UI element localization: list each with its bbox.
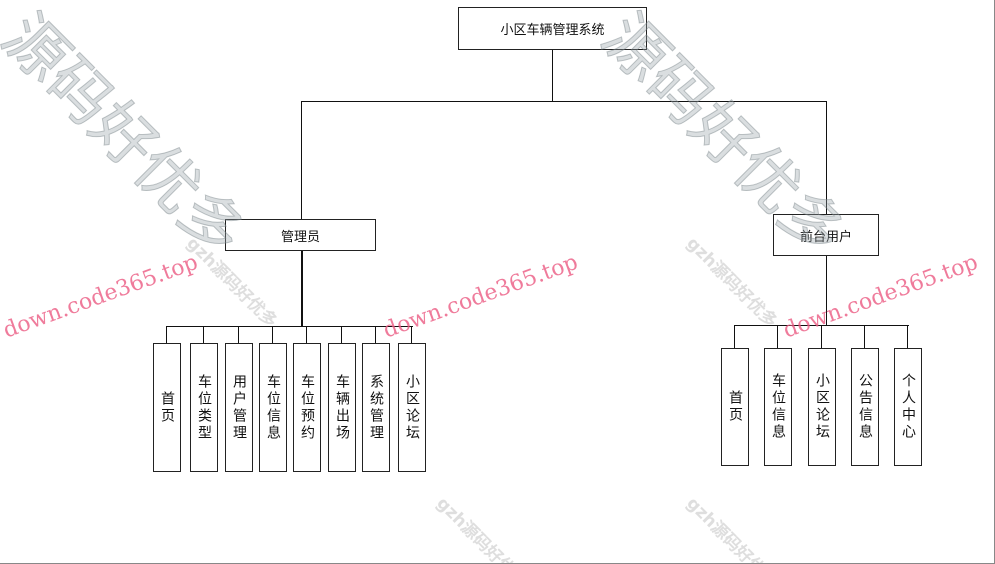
admin-node: 管理员: [225, 219, 376, 251]
admin-child-node: 首页: [153, 343, 181, 472]
connector: [864, 325, 865, 348]
connector: [341, 326, 342, 343]
connector: [203, 326, 204, 343]
connector: [777, 325, 778, 348]
connector: [411, 326, 412, 343]
connector: [306, 326, 307, 343]
watermark: down.code365.top: [780, 249, 982, 344]
admin-child-node: 车位预约: [293, 343, 321, 472]
connector: [167, 326, 413, 327]
connector: [552, 50, 553, 101]
connector: [238, 326, 239, 343]
connector: [301, 101, 302, 219]
connector: [272, 326, 273, 343]
admin-child-node: 车辆出场: [328, 343, 356, 472]
admin-child-node: 系统管理: [362, 343, 390, 472]
connector: [821, 325, 822, 348]
connector: [166, 326, 167, 343]
connector: [301, 101, 827, 102]
watermark: gzh源码好优多: [432, 493, 531, 564]
connector: [907, 325, 908, 348]
user-child-node: 小区论坛: [808, 348, 836, 466]
root-node: 小区车辆管理系统: [458, 7, 647, 50]
connector: [826, 101, 827, 214]
watermark: down.code365.top: [0, 249, 202, 344]
user-child-node: 车位信息: [764, 348, 792, 466]
watermark: gzh源码好优多: [682, 233, 781, 332]
connector: [826, 256, 827, 325]
user-node: 前台用户: [773, 214, 879, 256]
user-child-node: 首页: [721, 348, 749, 466]
user-child-node: 个人中心: [894, 348, 922, 466]
connector: [734, 325, 735, 348]
connector: [375, 326, 376, 343]
admin-child-node: 车位信息: [259, 343, 287, 472]
connector: [735, 325, 909, 326]
connector: [301, 251, 303, 326]
admin-child-node: 车位类型: [190, 343, 218, 472]
user-child-node: 公告信息: [851, 348, 879, 466]
admin-child-node: 小区论坛: [398, 343, 426, 472]
admin-child-node: 用户管理: [225, 343, 253, 472]
watermark: gzh源码好优多: [682, 493, 781, 564]
